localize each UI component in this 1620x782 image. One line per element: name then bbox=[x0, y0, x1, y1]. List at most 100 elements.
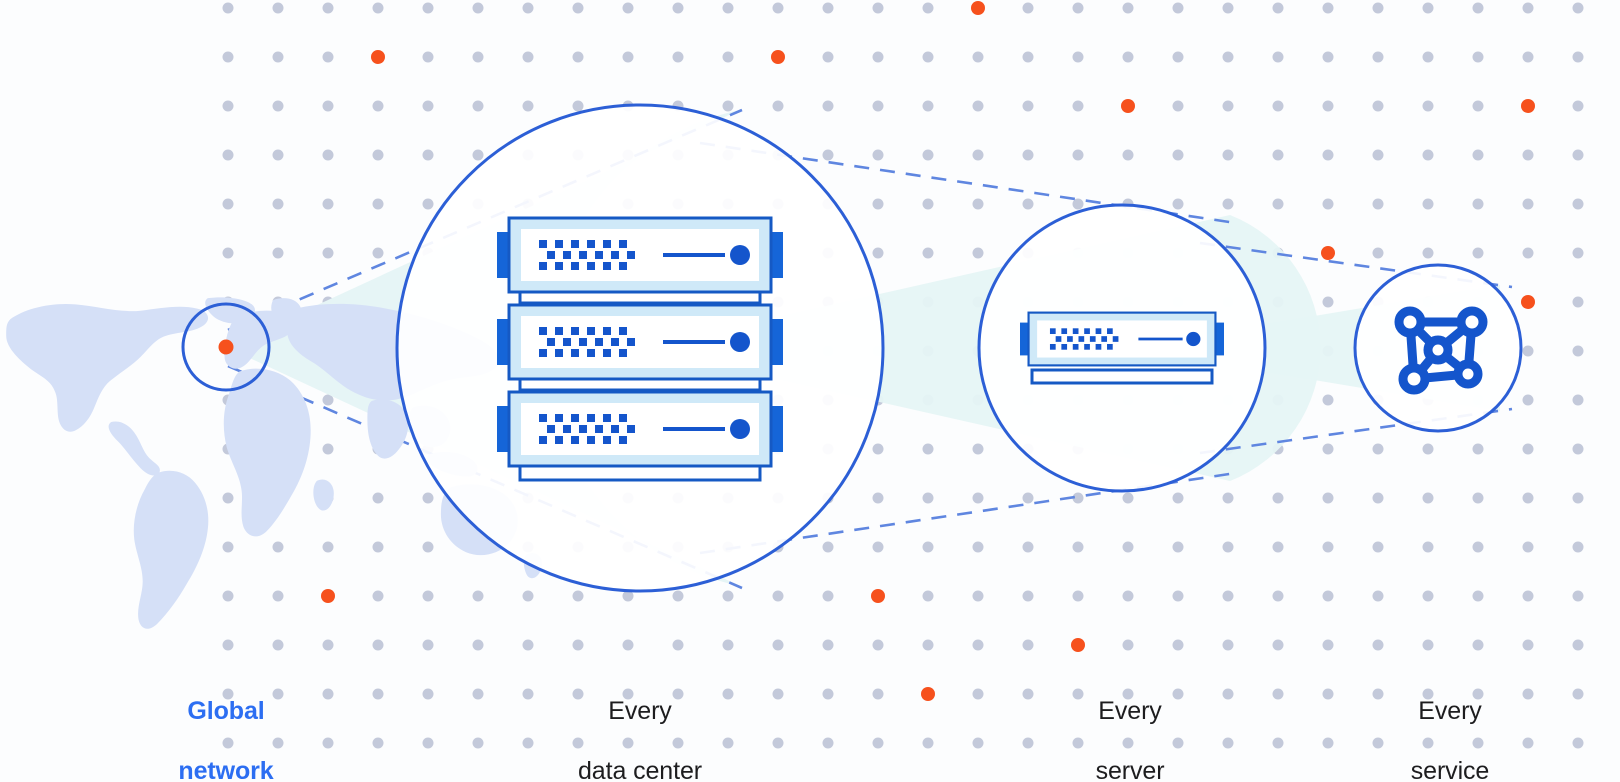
grid-dot bbox=[222, 590, 234, 602]
grid-dot bbox=[1122, 492, 1134, 504]
grid-dot bbox=[522, 737, 534, 749]
grid-dot bbox=[922, 492, 934, 504]
grid-dot bbox=[872, 688, 884, 700]
grid-dot bbox=[572, 688, 584, 700]
grid-dot bbox=[872, 737, 884, 749]
grid-dot bbox=[1322, 51, 1334, 63]
grid-dot bbox=[1022, 590, 1034, 602]
grid-dot bbox=[1322, 296, 1334, 308]
grid-dot bbox=[672, 639, 684, 651]
grid-dot bbox=[1372, 198, 1384, 210]
grid-dot bbox=[422, 590, 434, 602]
grid-dot bbox=[1522, 639, 1534, 651]
grid-dot bbox=[922, 100, 934, 112]
grid-dot bbox=[522, 590, 534, 602]
grid-dot-accent bbox=[321, 589, 335, 603]
grid-dot bbox=[972, 492, 984, 504]
grid-dot bbox=[1122, 688, 1134, 700]
grid-dot-accent bbox=[1121, 99, 1135, 113]
grid-dot bbox=[1122, 737, 1134, 749]
grid-dot bbox=[822, 149, 834, 161]
grid-dot bbox=[1272, 590, 1284, 602]
grid-dot bbox=[572, 2, 584, 14]
grid-dot bbox=[272, 149, 284, 161]
grid-dot bbox=[1422, 2, 1434, 14]
grid-dot bbox=[222, 737, 234, 749]
grid-dot bbox=[472, 737, 484, 749]
grid-dot bbox=[1322, 590, 1334, 602]
grid-dot bbox=[1322, 492, 1334, 504]
grid-dot bbox=[1222, 100, 1234, 112]
grid-dot bbox=[572, 100, 584, 112]
grid-dot bbox=[922, 443, 934, 455]
stage-every-server[interactable] bbox=[977, 203, 1267, 493]
grid-dot bbox=[422, 639, 434, 651]
grid-dot bbox=[872, 541, 884, 553]
grid-dot bbox=[1322, 688, 1334, 700]
grid-dot bbox=[1322, 149, 1334, 161]
grid-dot bbox=[1372, 2, 1384, 14]
grid-dot bbox=[1372, 492, 1384, 504]
grid-dot bbox=[472, 639, 484, 651]
grid-dot bbox=[1272, 198, 1284, 210]
grid-dot bbox=[322, 394, 334, 406]
grid-dot bbox=[1322, 541, 1334, 553]
grid-dot bbox=[1372, 51, 1384, 63]
grid-dot bbox=[472, 51, 484, 63]
grid-dot bbox=[772, 100, 784, 112]
grid-dot bbox=[1422, 688, 1434, 700]
grid-dot bbox=[1272, 100, 1284, 112]
grid-dot bbox=[872, 492, 884, 504]
server-rack-unit-1 bbox=[497, 216, 783, 294]
grid-dot bbox=[1472, 198, 1484, 210]
grid-dot bbox=[1372, 737, 1384, 749]
grid-dot bbox=[1422, 492, 1434, 504]
grid-dot bbox=[1522, 51, 1534, 63]
grid-dot bbox=[1322, 2, 1334, 14]
grid-dot bbox=[872, 247, 884, 259]
grid-dot bbox=[422, 737, 434, 749]
grid-dot bbox=[622, 590, 634, 602]
grid-dot bbox=[1222, 590, 1234, 602]
grid-dot bbox=[322, 247, 334, 259]
grid-dot bbox=[872, 149, 884, 161]
label-global-network: Global network bbox=[126, 666, 326, 782]
grid-dot bbox=[672, 51, 684, 63]
grid-dot bbox=[322, 2, 334, 14]
grid-dot bbox=[1472, 443, 1484, 455]
grid-dot bbox=[1422, 639, 1434, 651]
grid-dot bbox=[672, 737, 684, 749]
grid-dot bbox=[372, 590, 384, 602]
stage-every-data-center[interactable] bbox=[395, 103, 885, 593]
label-every-server-line-1: Every bbox=[1098, 697, 1162, 725]
grid-dot bbox=[1222, 541, 1234, 553]
grid-dot bbox=[722, 590, 734, 602]
grid-dot bbox=[572, 590, 584, 602]
grid-dot bbox=[922, 541, 934, 553]
grid-dot bbox=[1072, 688, 1084, 700]
grid-dot bbox=[722, 100, 734, 112]
grid-dot bbox=[1022, 737, 1034, 749]
grid-dot bbox=[972, 541, 984, 553]
grid-dot bbox=[1522, 149, 1534, 161]
grid-dot bbox=[1422, 247, 1434, 259]
stage-global-network[interactable] bbox=[181, 302, 271, 392]
grid-dot bbox=[322, 443, 334, 455]
grid-dot bbox=[372, 198, 384, 210]
label-every-server-line-2: server bbox=[1095, 757, 1165, 782]
grid-dot bbox=[1572, 2, 1584, 14]
grid-dot bbox=[322, 100, 334, 112]
grid-dot bbox=[472, 590, 484, 602]
grid-dot bbox=[1572, 51, 1584, 63]
grid-dot bbox=[922, 737, 934, 749]
grid-dot bbox=[872, 100, 884, 112]
grid-dot bbox=[1522, 198, 1534, 210]
grid-dot bbox=[822, 100, 834, 112]
grid-dot bbox=[372, 639, 384, 651]
grid-dot bbox=[422, 149, 434, 161]
grid-dot bbox=[1322, 639, 1334, 651]
grid-dot bbox=[1222, 51, 1234, 63]
grid-dot bbox=[1172, 198, 1184, 210]
stage-every-service[interactable] bbox=[1353, 263, 1523, 433]
grid-dot bbox=[972, 51, 984, 63]
